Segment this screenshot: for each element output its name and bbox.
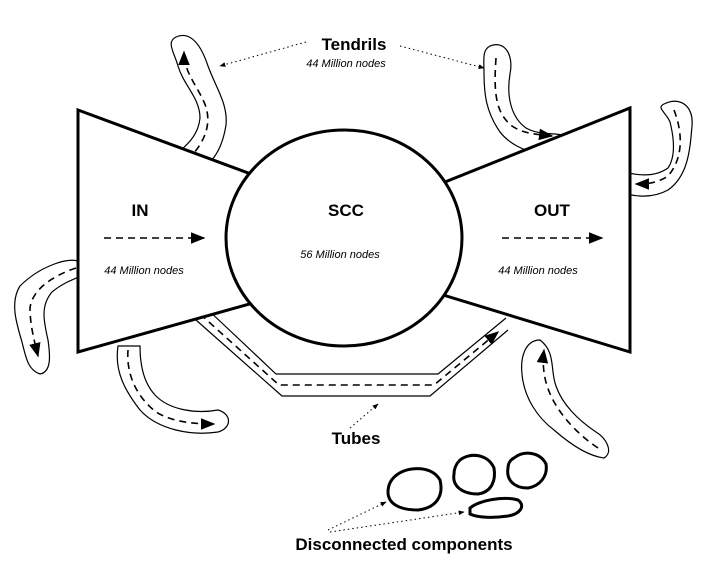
- disconnected-pointer-1: [327, 501, 387, 531]
- tendril-bottom-left: [116, 345, 230, 434]
- disconnected-blob: [506, 451, 548, 490]
- tendril-bottom-right: [521, 339, 610, 459]
- disconnected-blob: [452, 453, 496, 496]
- tendrils-nodes-label: 44 Million nodes: [306, 58, 386, 70]
- scc-nodes-label: 56 Million nodes: [300, 249, 380, 261]
- tendril-left: [14, 259, 91, 375]
- scc-label: SCC: [328, 201, 364, 220]
- tubes-pointer: [349, 403, 379, 429]
- tendrils-pointer-left: [219, 41, 307, 67]
- in-nodes-label: 44 Million nodes: [104, 265, 184, 277]
- tendrils-label: Tendrils: [322, 35, 387, 54]
- scc-circle: [224, 128, 464, 348]
- out-nodes-label: 44 Million nodes: [498, 265, 578, 277]
- tubes-label: Tubes: [332, 429, 381, 448]
- in-label: IN: [132, 201, 149, 220]
- tendrils-pointer-right: [399, 45, 485, 69]
- disconnected-blob: [468, 496, 524, 519]
- out-component-shape: [438, 105, 632, 355]
- disconnected-components: [386, 451, 548, 519]
- out-label: OUT: [534, 201, 571, 220]
- disconnected-blob: [386, 467, 443, 512]
- disconnected-pointer-2: [329, 510, 465, 533]
- tubes-path: [195, 307, 509, 397]
- disconnected-components-label: Disconnected components: [295, 535, 512, 554]
